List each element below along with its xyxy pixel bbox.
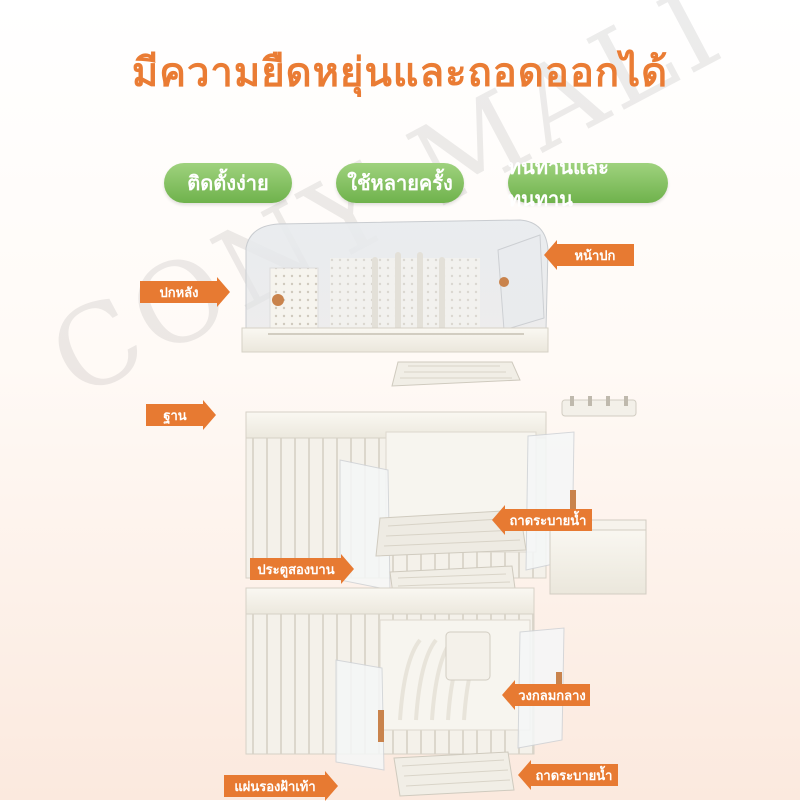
drain-tray-top <box>391 361 521 387</box>
feature-pill-easy-install: ติดตั้งง่าย <box>164 163 292 203</box>
callout-front-cover: หน้าปก <box>544 240 634 270</box>
callout-drain-tray-top: ถาดระบายน้ำ <box>492 505 592 535</box>
callout-drain-tray-bottom: ถาดระบายน้ำ <box>518 760 618 790</box>
bottom-cabinet <box>245 587 565 771</box>
utensil-holder <box>549 519 647 595</box>
wall-hook-rail <box>561 396 637 417</box>
feature-pill-reusable: ใช้หลายครั้ง <box>336 163 464 203</box>
callout-double-door: ประตูสองบาน <box>250 554 354 584</box>
callout-base: ฐาน <box>146 400 216 430</box>
page-title: มีความยืดหยุ่นและถอดออกได้ <box>131 50 669 96</box>
top-lid-module <box>241 219 549 353</box>
drain-tray-inner <box>375 509 527 557</box>
callout-bottom-pad: แผ่นรองฝ้าเท้า <box>224 771 338 801</box>
callout-middle-ring: วงกลมกลาง <box>502 680 590 710</box>
drain-tray-bottom <box>393 751 515 797</box>
callout-back-cover: ปกหลัง <box>140 277 230 307</box>
